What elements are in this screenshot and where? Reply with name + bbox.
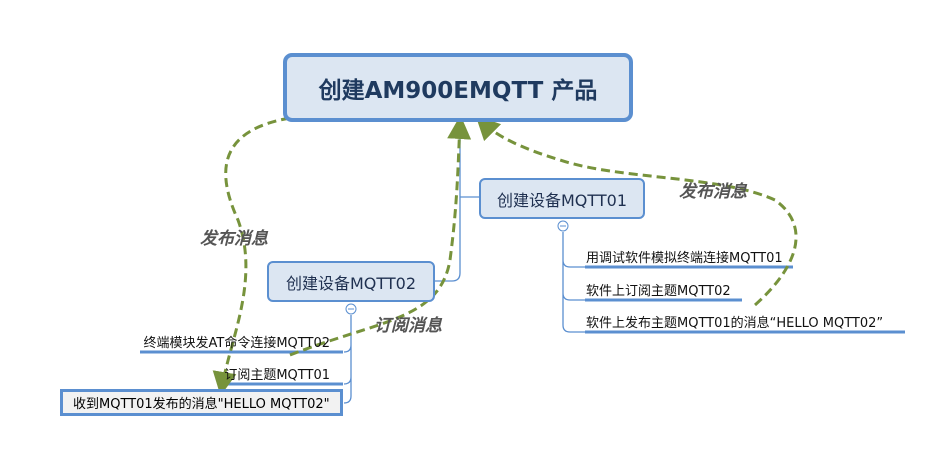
- list-item[interactable]: 软件上发布主题MQTT01的消息“HELLO MQTT02”: [586, 316, 884, 331]
- root-label: 创建AM900EMQTT 产品: [318, 77, 598, 104]
- list-item-label: 收到MQTT01发布的消息"HELLO MQTT02": [73, 397, 330, 412]
- device02-node[interactable]: 创建设备MQTT02: [267, 261, 435, 302]
- relation-label: 发布消息: [200, 229, 268, 249]
- relation-subscribe: [289, 115, 472, 357]
- device02-label: 创建设备MQTT02: [285, 273, 417, 293]
- list-item-selected[interactable]: 收到MQTT01发布的消息"HELLO MQTT02": [60, 389, 343, 416]
- relation-publish-left: [212, 116, 291, 396]
- relation-label: 订阅消息: [374, 316, 442, 336]
- device01-node[interactable]: 创建设备MQTT01: [479, 178, 645, 219]
- list-item[interactable]: 订阅主题MQTT01: [224, 368, 330, 383]
- list-item[interactable]: 用调试软件模拟终端连接MQTT01: [586, 251, 783, 266]
- list-item[interactable]: 终端模块发AT命令连接MQTT02: [143, 336, 330, 351]
- relation-label: 发布消息: [679, 182, 747, 202]
- list-item[interactable]: 软件上订阅主题MQTT02: [586, 284, 731, 299]
- device01-label: 创建设备MQTT01: [496, 190, 628, 210]
- root-node[interactable]: 创建AM900EMQTT 产品: [283, 53, 633, 122]
- relation-publish-right: [475, 115, 798, 307]
- branch-line: [435, 122, 461, 282]
